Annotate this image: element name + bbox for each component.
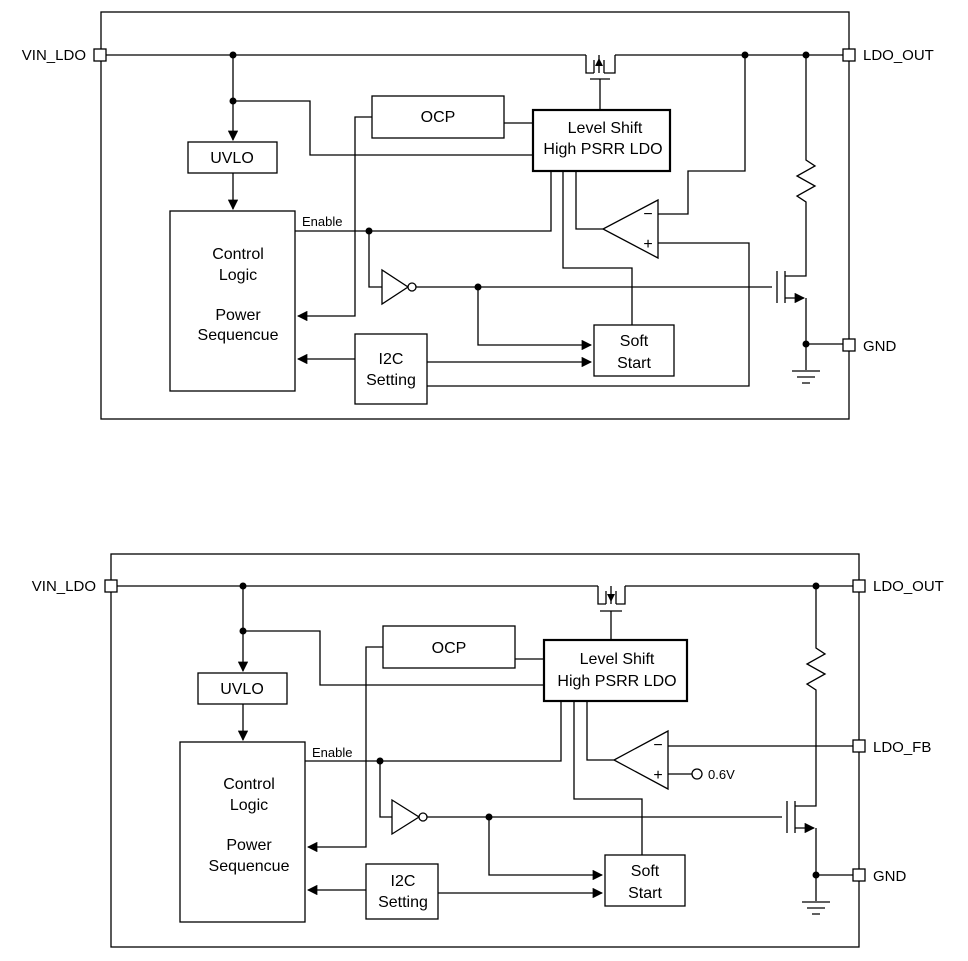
inverter xyxy=(391,798,428,836)
chip-outline xyxy=(100,11,850,420)
sequencue-label: Sequencue xyxy=(198,327,279,344)
soft-label: Soft xyxy=(620,333,649,350)
ocp-block xyxy=(371,95,505,139)
amp-minus-label: − xyxy=(643,206,652,223)
pass-transistor xyxy=(597,586,626,641)
start-label: Start xyxy=(628,885,662,902)
diagram-top: VIN_LDO LDO_OUT GND UVLO OCP xyxy=(22,11,934,420)
out-feedback-wire xyxy=(658,55,746,215)
pin-vin-ldo-label: VIN_LDO xyxy=(32,578,96,595)
discharge-resistor xyxy=(805,586,827,800)
enable-label: Enable xyxy=(302,214,342,229)
logic-label: Logic xyxy=(230,797,268,814)
i2c-setting-block xyxy=(365,863,439,920)
soft-start-block xyxy=(604,854,686,907)
control-label: Control xyxy=(223,776,275,793)
ocp-to-control-arrow xyxy=(296,116,372,322)
i2c-label: I2C xyxy=(391,873,416,890)
amp-to-ldo-wire xyxy=(575,171,603,230)
power-label: Power xyxy=(215,307,261,324)
ocp-to-control-arrow xyxy=(306,646,383,853)
control-logic-block xyxy=(179,741,306,923)
error-amplifier: − + xyxy=(612,729,669,791)
setting-label: Setting xyxy=(366,372,416,389)
pin-gnd-label: GND xyxy=(863,338,897,355)
uvlo-block xyxy=(197,672,288,705)
ocp-block xyxy=(382,625,516,669)
pin-vin-ldo-label: VIN_LDO xyxy=(22,47,86,64)
ocp-label: OCP xyxy=(432,640,467,657)
pass-transistor xyxy=(585,55,616,110)
enable-label: Enable xyxy=(312,745,352,760)
control-logic-block xyxy=(169,210,296,392)
diagram-bottom: VIN_LDO LDO_OUT LDO_FB GND UVLO OCP xyxy=(32,553,944,948)
enable-wire xyxy=(305,701,562,762)
pin-ldo-out xyxy=(842,48,856,62)
pin-ldo-fb-label: LDO_FB xyxy=(873,739,931,756)
ref-voltage-label: 0.6V xyxy=(708,767,735,782)
amp-to-ldo-wire xyxy=(586,701,614,761)
ref-node xyxy=(691,768,703,780)
ocp-label: OCP xyxy=(421,109,456,126)
i2c-setting-block xyxy=(354,333,428,405)
high-psrr-ldo-label: High PSRR LDO xyxy=(557,673,676,690)
i2c-label: I2C xyxy=(379,351,404,368)
discharge-nmos xyxy=(776,270,807,344)
level-shift-ldo-block xyxy=(542,638,689,703)
pin-gnd xyxy=(842,338,856,352)
level-shift-ldo-block xyxy=(531,108,672,173)
pin-gnd xyxy=(852,868,866,882)
setting-label: Setting xyxy=(378,894,428,911)
enable-wire xyxy=(295,171,552,232)
pin-ldo-out-label: LDO_OUT xyxy=(873,578,944,595)
pin-ldo-out xyxy=(852,579,866,593)
high-psrr-ldo-label: High PSRR LDO xyxy=(543,141,662,158)
inverter-to-softstart-arrow xyxy=(477,287,593,351)
enable-to-inverter-wire xyxy=(379,761,392,818)
level-shift-label: Level Shift xyxy=(568,120,643,137)
enable-to-inverter-wire xyxy=(368,231,382,288)
inverter-to-softstart-arrow xyxy=(488,817,604,881)
uvlo-label: UVLO xyxy=(220,681,264,698)
power-label: Power xyxy=(226,837,272,854)
uvlo-block xyxy=(187,141,278,174)
ldo-to-softstart-wire xyxy=(562,171,633,325)
control-label: Control xyxy=(212,246,264,263)
pin-vin-ldo xyxy=(93,48,107,62)
amp-plus-label: + xyxy=(653,767,662,784)
sequencue-label: Sequencue xyxy=(209,858,290,875)
pin-gnd-label: GND xyxy=(873,868,907,885)
uvlo-label: UVLO xyxy=(210,150,254,167)
pin-ldo-fb xyxy=(852,739,866,753)
ground-symbol xyxy=(792,344,820,384)
vin-to-ldo-wire xyxy=(233,100,533,156)
ground-symbol xyxy=(802,875,830,915)
i2c-to-amp-wire xyxy=(427,242,750,387)
pin-vin-ldo xyxy=(104,579,118,593)
inverter xyxy=(381,268,417,306)
start-label: Start xyxy=(617,355,651,372)
logic-label: Logic xyxy=(219,267,257,284)
discharge-resistor xyxy=(795,55,817,270)
vin-to-ldo-wire xyxy=(243,630,544,686)
soft-label: Soft xyxy=(631,863,660,880)
error-amplifier: − + xyxy=(601,198,659,260)
ldo-to-softstart-wire xyxy=(573,701,643,855)
pin-ldo-out-label: LDO_OUT xyxy=(863,47,934,64)
discharge-nmos xyxy=(786,800,817,875)
level-shift-label: Level Shift xyxy=(580,651,655,668)
soft-start-block xyxy=(593,324,675,377)
amp-minus-label: − xyxy=(653,737,662,754)
amp-plus-label: + xyxy=(643,236,652,253)
